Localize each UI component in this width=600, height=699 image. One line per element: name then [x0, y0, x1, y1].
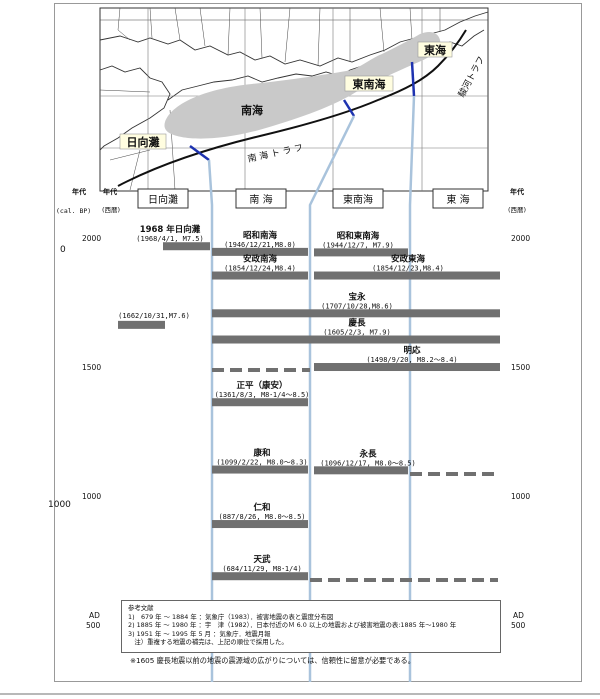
figure-frame [54, 3, 582, 682]
uncertain-segments [212, 368, 498, 582]
event-bar-1662 [118, 320, 165, 329]
axis-headers: 年代 (cal. BP) 年代 (西暦) 年代 (西暦) [56, 187, 526, 215]
axis-center-header: 年代 [103, 187, 117, 196]
segment-boundary-nankai-tonankai [342, 99, 356, 117]
event-detail-1944: (1944/12/7, M7.9) [322, 241, 394, 249]
references-title: 参考文献 [128, 604, 154, 612]
reference-line-4: 注）重複する地震の補完は、上記の順位で採用した。 [128, 638, 288, 647]
event-bar-1099 [212, 465, 308, 474]
axis-right-tick-1000: 1000 [511, 492, 530, 501]
segment-boundary-tonankai-tokai [410, 61, 416, 97]
axis-left-tick-1000: 1000 [48, 500, 71, 510]
event-bar-1605 [212, 335, 500, 344]
axis-right-tick-2000: 2000 [511, 234, 530, 243]
axis-right-tick-500: 500 [511, 621, 526, 630]
event-bar-1854 [314, 271, 500, 280]
event-detail-1099: (1099/2/22, M8.0～8.3) [216, 459, 307, 467]
axis-right-subheader: (西暦) [508, 206, 526, 214]
axis-center-tick-1000: 1000 [82, 492, 101, 501]
event-bar-1944 [314, 248, 408, 257]
event-detail-1361: (1361/8/3, M8･1/4～8.5) [215, 391, 310, 399]
axis-center-tick-2000: 2000 [82, 234, 101, 243]
axis-left-tick-0: 0 [60, 245, 66, 255]
event-name-1498: 明応 [403, 345, 421, 356]
reference-line-1: 1) 679 年 ～ 1884 年 ：気象庁（1983）．被害地震の表と震度分布… [128, 612, 334, 621]
reference-line-3: 3) 1951 年 ～ 1995 年 5 月 ：気象庁．地震月報 [128, 629, 271, 638]
event-name-1854: 安政南海 [243, 254, 278, 265]
event-detail-1854: (1854/12/24,M8.4) [224, 265, 296, 273]
map-coastline [99, 11, 489, 151]
column-headers: 日向灘 南 海 東南海 東 海 [137, 188, 484, 209]
event-detail-1605: (1605/2/3, M7.9) [323, 329, 390, 337]
map-source-area [164, 32, 441, 139]
bottom-separator [0, 693, 600, 695]
event-bar-1854 [212, 271, 308, 280]
event-detail-887: (887/8/26, M8.0～8.5) [218, 513, 305, 521]
event-name-1968: 1968 年日向灘 [140, 224, 201, 235]
column-header-nankai: 南 海 [249, 193, 272, 206]
event-detail-1707: (1707/10/28,M8.6) [321, 302, 393, 310]
event-name-1099: 康和 [253, 448, 270, 459]
event-detail-684: (684/11/29, M8･1/4) [222, 565, 301, 573]
event-name-1605: 慶長 [348, 318, 366, 329]
event-name-684: 天武 [253, 554, 271, 565]
map-label-hyuganada: 日向灘 [127, 135, 160, 149]
event-detail-1854: (1854/12/23,M8.4) [372, 265, 444, 273]
event-bar-1946 [212, 247, 308, 256]
map-label-tokai: 東海 [424, 43, 446, 57]
event-detail-1662: (1662/10/31,M7.6) [118, 312, 190, 320]
column-header-hyuganada: 日向灘 [148, 193, 178, 206]
event-name-1707: 宝永 [348, 291, 366, 302]
reference-line-2: 2) 1885 年 ～ 1980 年 ：宇 津（1982）．日本付近のＭ 6.0… [128, 621, 457, 630]
event-bar-1096 [314, 466, 408, 475]
column-header-tokai: 東 海 [446, 193, 469, 206]
event-bar-1498 [314, 363, 500, 372]
event-bar-1707 [212, 309, 500, 318]
axis-right-tick-1500: 1500 [511, 363, 530, 372]
event-detail-1498: (1498/9/20, M8.2～8.4) [366, 356, 457, 364]
axis-right-header: 年代 [510, 187, 524, 196]
event-detail-1968: (1968/4/1, M7.5) [136, 235, 203, 243]
axis-left-header: 年代 [72, 187, 86, 196]
column-header-tonankai: 東南海 [343, 193, 373, 206]
event-bar-1361 [212, 398, 308, 407]
event-bar-887 [212, 520, 308, 529]
event-name-1361: 正平（康安） [236, 380, 287, 391]
axis-left-subheader: (cal. BP) [56, 207, 91, 215]
axis-center-tick-500: 500 [86, 621, 101, 630]
nankai-trough-line [117, 29, 467, 187]
segment-boundary-hyuganada [189, 144, 210, 162]
event-bar-684 [212, 572, 308, 581]
axis-center-tick-ad: AD [89, 611, 100, 620]
event-name-1854: 安政東海 [391, 254, 426, 265]
axis-center-tick-1500: 1500 [82, 363, 101, 372]
event-bar-1968 [163, 242, 210, 251]
event-name-1944: 昭和東南海 [337, 230, 380, 241]
event-name-1946: 昭和南海 [243, 230, 278, 241]
map-label-tonankai: 東南海 [353, 77, 386, 91]
footnote: ※1605 慶長地震以前の地震の震源域の広がりについては、信頼性に留意が必要であ… [130, 656, 415, 665]
map-panel: 東海 東南海 南海 日向灘 南 海 ト ラ フ 駿河トラフ [99, 7, 489, 192]
event-detail-1096: (1096/12/17, M8.0～8.5) [320, 459, 416, 467]
event-name-887: 仁和 [253, 502, 270, 513]
axis-center-subheader: (西暦) [102, 206, 120, 214]
event-name-1096: 永長 [358, 448, 377, 459]
event-detail-1946: (1946/12/21,M8.0) [224, 241, 296, 249]
map-label-nankai: 南海 [241, 103, 263, 117]
axis-right-tick-ad: AD [513, 611, 524, 620]
axis-ticks: 0 1000 2000 1500 1000 AD 500 2000 1500 1… [48, 234, 530, 630]
event-bars: 1968 年日向灘(1968/4/1, M7.5) 昭和南海(1946/12/21… [118, 224, 500, 581]
references-box: 参考文献 1) 679 年 ～ 1884 年 ：気象庁（1983）．被害地震の表… [121, 600, 501, 653]
